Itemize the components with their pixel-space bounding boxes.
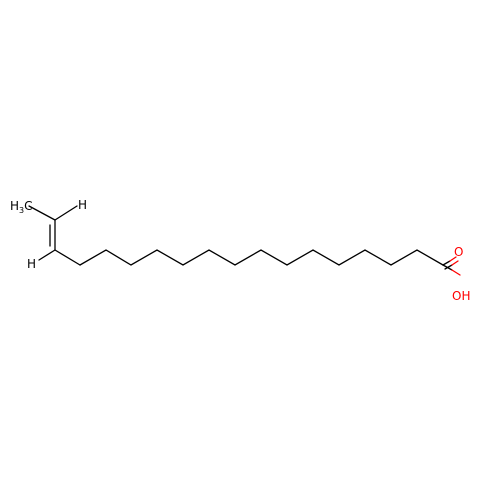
- bond-c-oh-black: [442, 264, 453, 271]
- bond-c-o-double-red: [449, 256, 457, 262]
- bond-c3-c4: [54, 249, 81, 266]
- methyl-c: C: [24, 199, 32, 213]
- atom-methyl-label: H3C: [10, 199, 33, 215]
- bond-zigzag: [79, 249, 444, 266]
- bond-c-o-double-red-2: [451, 260, 459, 266]
- bond-c2-h: [54, 205, 78, 221]
- bond-c3-h: [38, 249, 56, 261]
- bond-c-oh-red: [451, 269, 461, 276]
- bond-c-o-double-black: [442, 260, 451, 266]
- atom-hydroxyl: OH: [452, 289, 470, 303]
- carbon-chain: [28, 205, 444, 266]
- carboxyl-group: [442, 256, 461, 276]
- atom-h-lower: H: [27, 257, 36, 271]
- atom-carbonyl-o: O: [454, 245, 463, 259]
- methyl-subscript: 3: [19, 206, 24, 215]
- methyl-h: H: [10, 199, 19, 213]
- bond-ch3-c2: [28, 205, 56, 221]
- atom-h-upper: H: [78, 198, 87, 212]
- bond-c-o-double-black-2: [444, 264, 453, 270]
